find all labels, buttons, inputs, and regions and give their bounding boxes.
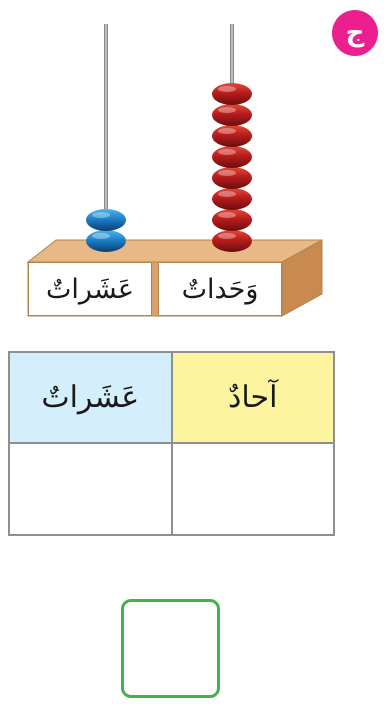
ones-bead — [212, 104, 252, 126]
ones-header: آحادٌ — [170, 351, 335, 444]
ones-bead-highlight — [218, 170, 236, 176]
ones-bead-highlight — [218, 233, 236, 239]
abacus-base-top — [26, 239, 323, 263]
table-header-row: عَشَراتٌ آحادٌ — [8, 351, 335, 444]
ones-bead-highlight — [218, 86, 236, 92]
abacus-label-ones: وَحَداتٌ — [158, 262, 282, 316]
ones-bead — [212, 167, 252, 189]
tens-bead-highlight — [92, 212, 110, 218]
ones-bead-highlight — [218, 191, 236, 197]
number-answer-box[interactable] — [121, 599, 220, 698]
tens-bead-highlight — [92, 233, 110, 239]
table-answer-row — [8, 442, 335, 536]
tens-header: عَشَراتٌ — [8, 351, 173, 444]
ones-bead — [212, 83, 252, 105]
tens-answer-cell[interactable] — [8, 442, 173, 536]
ones-bead-highlight — [218, 212, 236, 218]
ones-bead — [212, 146, 252, 168]
ones-answer-cell[interactable] — [170, 442, 335, 536]
ones-bead-highlight — [218, 107, 236, 113]
tens-rod — [104, 24, 108, 256]
ones-bead — [212, 209, 252, 231]
ones-bead — [212, 188, 252, 210]
tens-bead — [86, 230, 126, 252]
abacus-label-tens: عَشَراتٌ — [28, 262, 152, 316]
ones-bead-highlight — [218, 128, 236, 134]
abacus-beads — [86, 83, 252, 252]
tens-bead — [86, 209, 126, 231]
abacus: عَشَراتٌ وَحَداتٌ — [0, 0, 392, 330]
ones-bead-highlight — [218, 149, 236, 155]
place-value-table: عَشَراتٌ آحادٌ — [8, 351, 335, 536]
ones-bead — [212, 125, 252, 147]
ones-bead — [212, 230, 252, 252]
exercise-badge: ج — [332, 10, 378, 56]
